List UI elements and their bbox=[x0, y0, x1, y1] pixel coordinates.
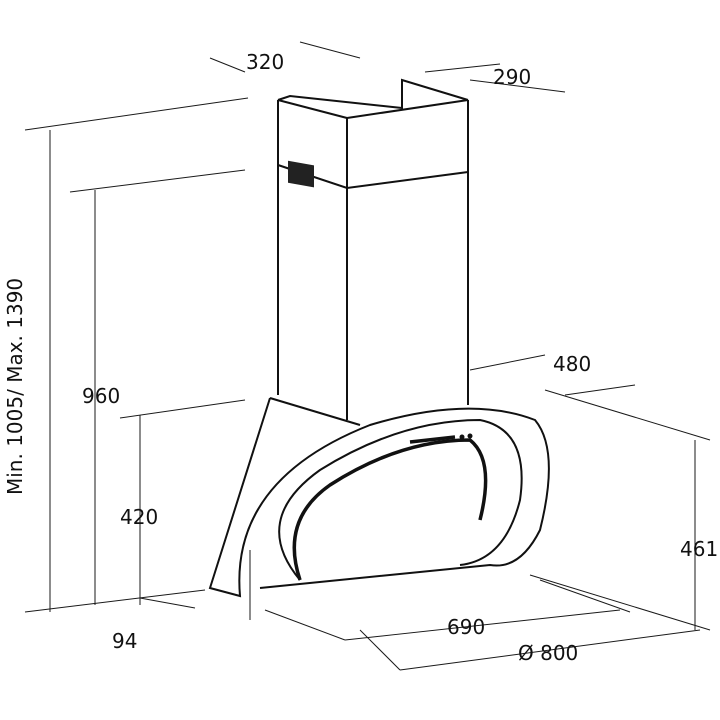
control-panel bbox=[409, 435, 456, 444]
control-button bbox=[459, 434, 465, 440]
light-ring bbox=[292, 438, 488, 581]
dim-480: 480 bbox=[553, 352, 591, 376]
vent-grille bbox=[288, 160, 314, 188]
hood-body bbox=[208, 397, 550, 598]
control-button bbox=[467, 433, 473, 439]
dimension-lines bbox=[24, 41, 711, 671]
chimney-top bbox=[277, 78, 469, 110]
chimney bbox=[277, 78, 469, 420]
glass-panel bbox=[278, 418, 523, 581]
dim-total-height: Min. 1005/ Max. 1390 bbox=[3, 278, 27, 495]
hood-side bbox=[208, 397, 550, 598]
dim-chimney-width: 320 bbox=[246, 50, 284, 74]
dim-chimney-depth: 290 bbox=[493, 65, 531, 89]
dim-420: 420 bbox=[120, 505, 158, 529]
dim-960: 960 bbox=[82, 384, 120, 408]
dim-690: 690 bbox=[447, 615, 485, 639]
dim-800: Ø 800 bbox=[518, 641, 578, 665]
dim-94: 94 bbox=[112, 629, 137, 653]
dim-461: 461 bbox=[680, 537, 718, 561]
